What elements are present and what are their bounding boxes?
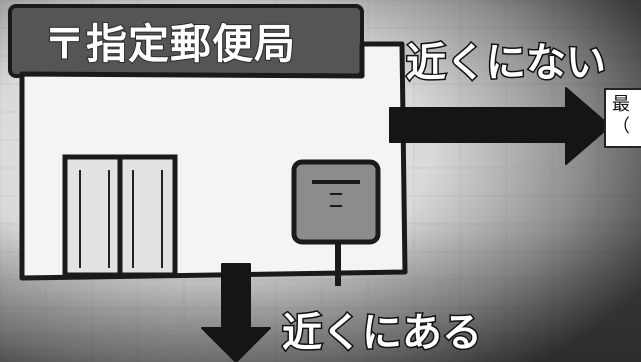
nearest-post-office-box: 最 （ (604, 88, 641, 148)
down-arrow-icon (201, 263, 271, 362)
not-near-label: 近くにない (405, 39, 608, 88)
mailbox-icon (291, 159, 381, 286)
post-office-sign-text: 〒指定郵便局 (43, 19, 296, 69)
near-label: 近くにある (281, 309, 484, 358)
nearest-box-line-2: （ (612, 116, 630, 137)
right-arrow-icon (389, 87, 611, 165)
nearest-box-line-1: 最 (612, 94, 630, 115)
